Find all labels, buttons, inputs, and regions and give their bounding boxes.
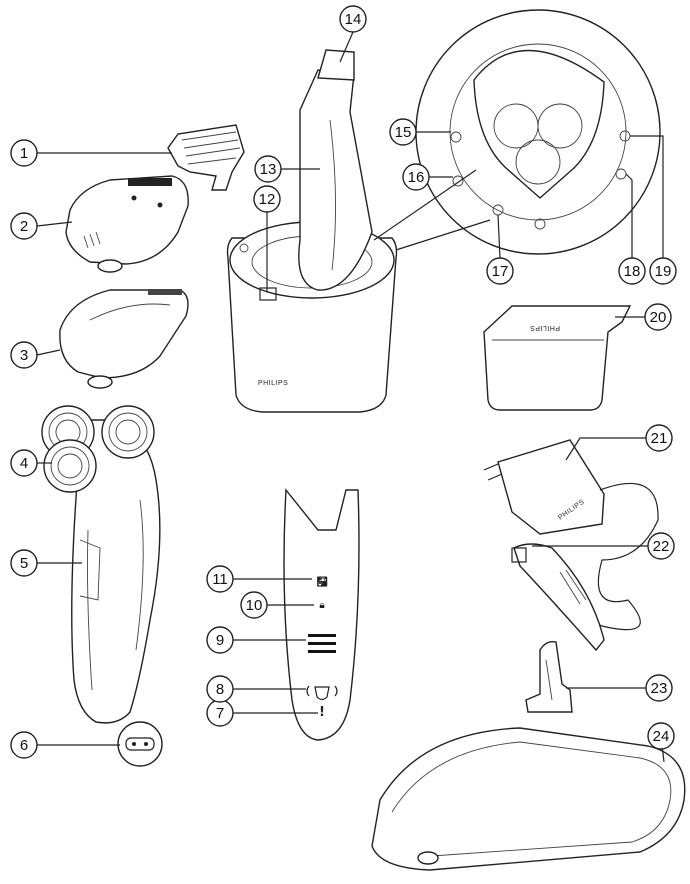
svg-text:22: 22 bbox=[653, 538, 670, 555]
svg-text:7: 7 bbox=[216, 705, 224, 722]
callout-23: 23 bbox=[645, 674, 673, 702]
callout-8: 8 bbox=[206, 675, 234, 703]
callout-18: 18 bbox=[618, 257, 646, 285]
callout-2: 2 bbox=[10, 212, 38, 240]
stand bbox=[525, 640, 573, 713]
callout-10: 10 bbox=[240, 591, 268, 619]
callout-11: 11 bbox=[206, 565, 234, 593]
svg-text:10: 10 bbox=[246, 597, 263, 614]
trimmer-comb bbox=[167, 124, 245, 191]
svg-text:13: 13 bbox=[260, 161, 277, 178]
battery-bar-3 bbox=[308, 650, 336, 653]
svg-text:14: 14 bbox=[345, 11, 362, 28]
callout-24: 24 bbox=[647, 722, 675, 750]
callout-16: 16 bbox=[402, 163, 430, 191]
callout-20: 20 bbox=[644, 303, 672, 331]
svg-text:8: 8 bbox=[216, 681, 224, 698]
svg-text:24: 24 bbox=[653, 728, 670, 745]
svg-text:3: 3 bbox=[20, 347, 28, 364]
warning-icon: ! bbox=[319, 705, 325, 720]
callout-13: 13 bbox=[254, 155, 282, 183]
svg-text:11: 11 bbox=[212, 571, 228, 588]
battery-bar-2 bbox=[308, 642, 336, 645]
base-brand-text: PHILIPS bbox=[258, 380, 288, 387]
shaver bbox=[41, 405, 163, 767]
callout-15: 15 bbox=[389, 118, 417, 146]
callout-21: 21 bbox=[645, 424, 673, 452]
cleaning-system: PHILIPS bbox=[226, 49, 398, 413]
callout-14: 14 bbox=[339, 5, 367, 33]
svg-text:17: 17 bbox=[492, 263, 509, 280]
cleaning-panel-detail bbox=[373, 9, 661, 255]
svg-text:16: 16 bbox=[408, 169, 425, 186]
svg-text:5: 5 bbox=[20, 555, 28, 572]
shaving-heads bbox=[41, 405, 155, 493]
cartridge-brand-text: PHILIPS bbox=[530, 324, 560, 331]
callout-7: 7 bbox=[206, 699, 234, 727]
socket-detail bbox=[117, 721, 163, 767]
callout-6: 6 bbox=[10, 731, 38, 759]
tap-icon: 🚰︎ bbox=[316, 576, 329, 588]
svg-text:19: 19 bbox=[655, 263, 672, 280]
travel-pouch bbox=[371, 727, 686, 871]
replacement-icon bbox=[306, 685, 338, 701]
svg-text:18: 18 bbox=[624, 263, 641, 280]
battery-bar-1 bbox=[308, 634, 336, 637]
precision-trimmer bbox=[59, 289, 189, 389]
callout-numbers: 1 2 3 4 5 6 7 8 9 10 11 12 13 14 15 16 1… bbox=[10, 5, 677, 759]
callout-5: 5 bbox=[10, 549, 38, 577]
svg-text:12: 12 bbox=[259, 191, 276, 208]
svg-text:21: 21 bbox=[651, 430, 668, 447]
svg-text:23: 23 bbox=[651, 680, 668, 697]
beard-trimmer bbox=[65, 175, 189, 273]
leader-lines bbox=[36, 31, 665, 763]
lock-icon: 🔒︎ bbox=[319, 600, 324, 611]
svg-text:15: 15 bbox=[395, 124, 412, 141]
callout-3: 3 bbox=[10, 341, 38, 369]
callout-17: 17 bbox=[486, 257, 514, 285]
callout-9: 9 bbox=[206, 626, 234, 654]
callout-22: 22 bbox=[647, 532, 675, 560]
callout-19: 19 bbox=[649, 257, 677, 285]
cleaning-cartridge: PHILIPS bbox=[483, 305, 632, 411]
svg-text:2: 2 bbox=[20, 218, 28, 235]
svg-text:4: 4 bbox=[20, 455, 28, 472]
callout-1: 1 bbox=[10, 139, 38, 167]
handle-panel: 🚰︎ 🔒︎ ! bbox=[283, 488, 360, 741]
svg-text:1: 1 bbox=[20, 145, 28, 162]
svg-text:9: 9 bbox=[216, 632, 224, 649]
svg-text:6: 6 bbox=[20, 737, 28, 754]
callout-12: 12 bbox=[253, 185, 281, 213]
callout-4: 4 bbox=[10, 449, 38, 477]
svg-text:20: 20 bbox=[650, 309, 667, 326]
power-adapter: PHILIPS bbox=[483, 439, 659, 652]
